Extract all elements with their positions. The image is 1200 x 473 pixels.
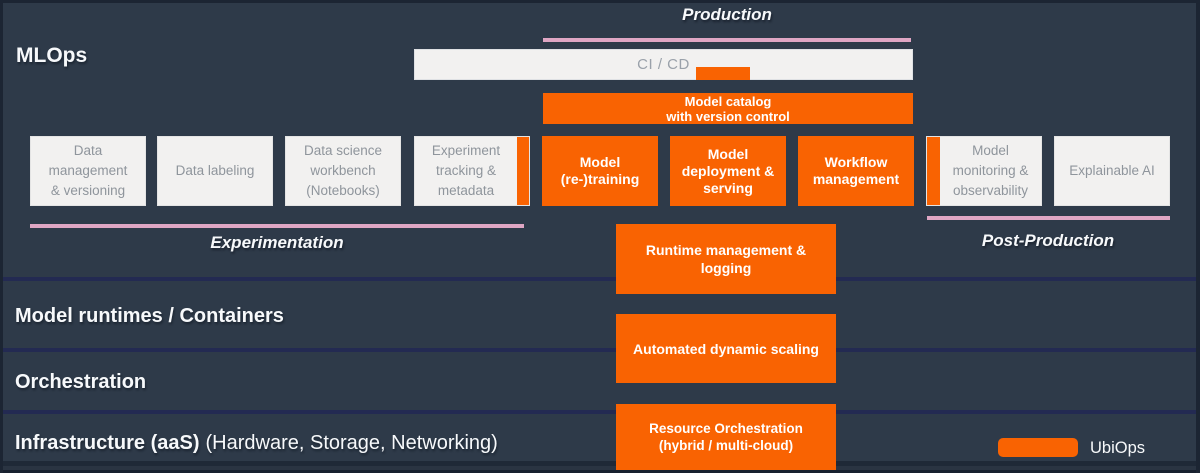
layer-label-infrastructure: Infrastructure (aaS)(Hardware, Storage, … [15, 431, 498, 455]
box-explainable-ai: Explainable AI [1054, 136, 1170, 206]
box-text-line: tracking & [435, 163, 497, 178]
box-automated-dynamic-scaling: Automated dynamic scaling [616, 314, 836, 383]
cicd-bar: CI / CD [414, 49, 913, 80]
box-text-line: Model [579, 154, 621, 170]
box-text-line: Model [972, 143, 1009, 158]
cicd-label: CI / CD [637, 56, 690, 73]
mlops-layer-label: MLOps [16, 44, 88, 67]
model-catalog-line2: with version control [666, 108, 790, 124]
box-text-line: metadata [437, 183, 495, 198]
box-experiment-tracking-metadata: Experiment tracking & metadata [414, 136, 530, 206]
box-model-monitoring-observability: Model monitoring & observability [926, 136, 1042, 206]
legend-label: UbiOps [1090, 439, 1146, 457]
bottom-band-light [0, 466, 1200, 470]
post-production-label: Post-Production [981, 231, 1115, 250]
box-text-line: Automated dynamic scaling [633, 340, 819, 357]
bottom-band-dark [0, 461, 1200, 466]
model-catalog-bar: Model catalog with version control [543, 93, 913, 124]
experimentation-label: Experimentation [210, 233, 344, 252]
box-resource-orchestration: Resource Orchestration (hybrid / multi-c… [616, 404, 836, 470]
orange-accent-strip [517, 137, 529, 205]
infrastructure-label-bold: Infrastructure (aaS) [15, 432, 200, 454]
model-catalog-line1: Model catalog [684, 93, 772, 109]
box-model-retraining: Model (re-)training [542, 136, 658, 206]
box-text-line: Data science [303, 143, 383, 158]
box-text-line: observability [952, 183, 1029, 198]
frame-edge-top [0, 0, 1200, 3]
box-text-line: Experiment [431, 143, 501, 158]
box-text-line: Data [73, 143, 103, 158]
box-model-deployment-serving: Model deployment & serving [670, 136, 786, 206]
production-underline [543, 38, 911, 42]
box-text-line: (Notebooks) [306, 183, 380, 198]
box-text-line: Workflow [824, 154, 888, 170]
box-text-line: (hybrid / multi-cloud) [658, 438, 794, 453]
divider-line-mlops [0, 277, 1200, 281]
box-data-labeling: Data labeling [157, 136, 273, 206]
box-text-line: Explainable AI [1069, 163, 1155, 178]
box-workflow-management: Workflow management [798, 136, 914, 206]
box-text-line: workbench [310, 163, 376, 178]
production-label: Production [682, 5, 772, 24]
divider-line-runtimes [0, 348, 1200, 352]
frame-edge-right [1196, 0, 1200, 473]
infrastructure-label-detail: (Hardware, Storage, Networking) [205, 432, 498, 454]
box-text-line: logging [700, 260, 752, 276]
divider-line-orchestration [0, 410, 1200, 414]
box-text-line: management [812, 171, 900, 187]
box-text-line: & versioning [50, 183, 126, 198]
box-text-line: Runtime management & [645, 242, 807, 258]
legend-orange-swatch [998, 438, 1078, 457]
box-text-line: Model [707, 145, 749, 162]
box-text-line: Data labeling [175, 163, 255, 178]
frame-edge-left [0, 0, 3, 473]
layer-label-model-runtimes: Model runtimes / Containers [15, 305, 284, 327]
orange-accent-strip [927, 137, 940, 205]
cicd-orange-marker [696, 67, 750, 80]
box-text-line: Resource Orchestration [649, 421, 803, 436]
bottom-band-edge [0, 470, 1200, 473]
box-text-line: serving [703, 179, 753, 196]
box-data-management-versioning: Data management & versioning [30, 136, 146, 206]
box-text-line: monitoring & [952, 163, 1029, 178]
post-production-underline [927, 216, 1170, 220]
experimentation-underline [30, 224, 524, 228]
box-data-science-workbench: Data science workbench (Notebooks) [285, 136, 401, 206]
box-text-line: deployment & [681, 162, 775, 179]
box-text-line: management [48, 163, 128, 178]
box-text-line: (re-)training [560, 171, 640, 187]
box-runtime-management-logging: Runtime management & logging [616, 224, 836, 294]
layer-label-orchestration: Orchestration [15, 371, 147, 393]
